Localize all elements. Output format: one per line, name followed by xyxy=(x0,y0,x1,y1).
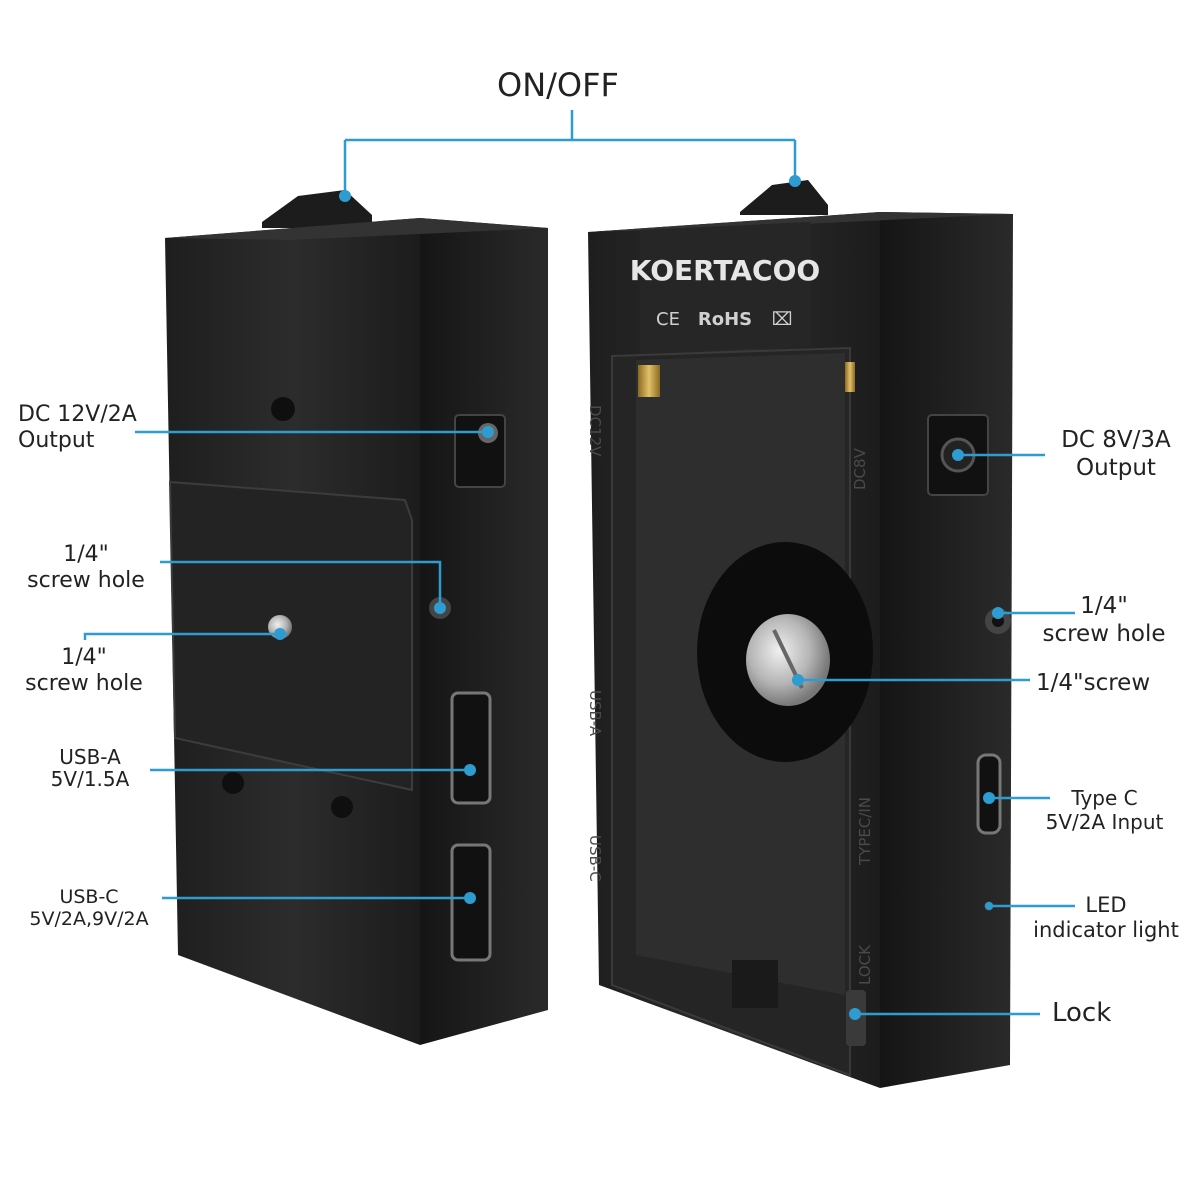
usb-a-label: USB-A 5V/1.5A xyxy=(50,745,130,791)
dc-12v-output-label: DC 12V/2A Output xyxy=(18,402,137,453)
dc-12v-port xyxy=(454,414,506,488)
screw-hole-left-top-label: 1/4" screw hole xyxy=(27,542,145,593)
side-marking-type-c: TYPEC/IN xyxy=(856,797,874,866)
on-off-label: ON/OFF xyxy=(497,66,619,104)
cert-rohs: RoHS xyxy=(698,309,752,330)
led-indicator-label: LED indicator light xyxy=(1033,893,1179,942)
lock-label: Lock xyxy=(1052,998,1112,1028)
left-device xyxy=(165,190,548,1045)
cert-weee: ⌧ xyxy=(772,309,793,330)
usb-c-label: USB-C 5V/2A,9V/2A xyxy=(29,886,149,930)
usb-a-port xyxy=(450,691,492,805)
battery-contact-left xyxy=(638,365,660,397)
callout-lines xyxy=(83,110,1075,1016)
on-off-switch-right xyxy=(740,180,828,215)
type-c-input-label: Type C 5V/2A Input xyxy=(1045,786,1164,834)
side-marking-dc8v: DC8V xyxy=(851,447,869,490)
cert-ce: CE xyxy=(656,309,680,330)
battery-contact-right xyxy=(845,362,855,392)
screw-hole-left-bottom-label: 1/4" screw hole xyxy=(25,645,143,696)
callout-dots xyxy=(274,175,1004,1020)
side-marking-lock: LOCK xyxy=(856,944,874,985)
right-device xyxy=(588,180,1013,1088)
brand-marking: KOERTACOO xyxy=(630,254,820,287)
side-marking-usb-a: USB-A xyxy=(586,690,604,737)
screw-label: 1/4"screw xyxy=(1036,670,1151,696)
screw-hole-right-label: 1/4" screw hole xyxy=(1042,593,1166,647)
side-marking-usb-c: USB-C xyxy=(586,835,604,882)
on-off-switch-left xyxy=(262,190,372,228)
dc-8v-output-label: DC 8V/3A Output xyxy=(1061,427,1171,481)
side-marking-dc12v: DC12V xyxy=(586,405,604,457)
